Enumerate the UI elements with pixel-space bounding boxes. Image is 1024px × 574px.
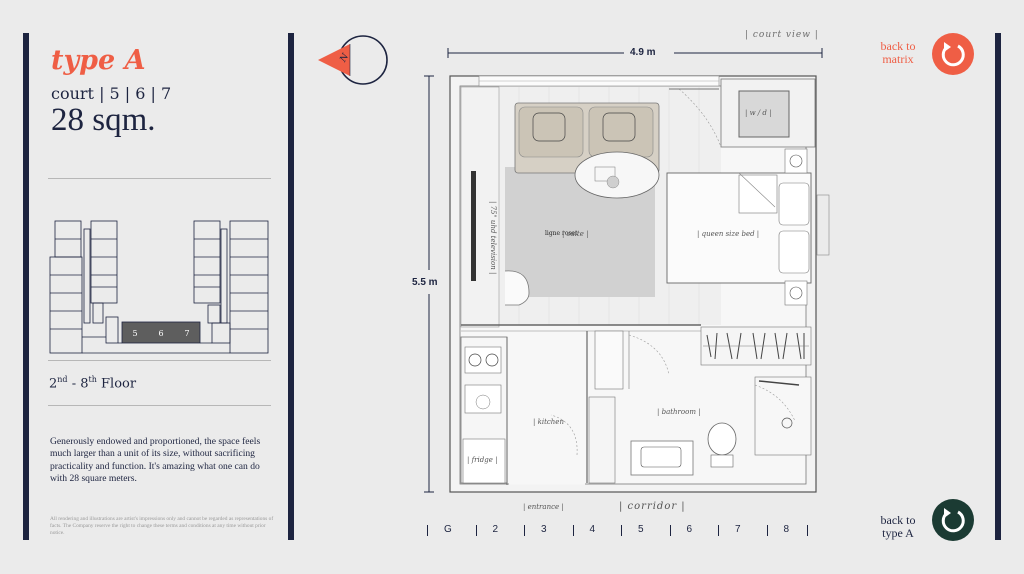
label-corridor: | corridor |: [619, 501, 686, 512]
back-to-matrix-button[interactable]: [932, 33, 974, 75]
keyplan-unit-7: 7: [184, 329, 189, 338]
floor-plan-drawing: [449, 75, 830, 493]
refresh-icon: [941, 508, 965, 533]
label-kitchen: | kitchen: [533, 418, 564, 426]
floor-option-7[interactable]: 7: [735, 524, 741, 535]
label-entrance: | entrance |: [523, 503, 564, 511]
disclaimer: All rendering and illustrations are arti…: [50, 516, 274, 536]
label-fridge: | fridge |: [467, 456, 498, 464]
back-to-type-a-button[interactable]: [932, 499, 974, 541]
width-dimension: 4.9 m: [630, 47, 656, 58]
court-numbers: court | 5 | 6 | 7: [51, 84, 172, 103]
divider: [48, 405, 271, 406]
floor-range: 2nd - 8th Floor: [49, 375, 137, 392]
label-bathroom: | bathroom |: [657, 408, 701, 416]
refresh-icon: [941, 42, 965, 67]
back-to-matrix-link[interactable]: back to matrix: [880, 39, 916, 66]
label-tv: | 75" uhd television |: [489, 201, 497, 275]
floor-option-5[interactable]: 5: [638, 524, 644, 535]
unit-type-title: type A: [51, 45, 146, 76]
left-divider-bar: [288, 33, 294, 540]
keyplan-unit-5: 5: [132, 329, 137, 338]
height-dimension-line: [424, 75, 434, 493]
key-plan: 5 6 7: [49, 220, 269, 354]
label-bed: | queen size bed |: [697, 230, 760, 238]
floor-separator: [524, 525, 525, 536]
floor-option-3[interactable]: 3: [541, 524, 547, 535]
floor-separator: [807, 525, 808, 536]
court-view-label: | court view |: [745, 30, 819, 40]
floor-selector: G 2 3 4 5 6 7 8: [422, 524, 808, 538]
floor-option-6[interactable]: 6: [686, 524, 693, 535]
floor-separator: [475, 525, 477, 536]
left-frame-bar: [23, 33, 29, 540]
floor-separator: [669, 525, 671, 536]
label-wd: | w / d |: [745, 109, 772, 117]
keyplan-unit-6: 6: [158, 329, 163, 338]
compass-icon: N: [318, 35, 388, 85]
floor-option-2[interactable]: 2: [492, 524, 499, 535]
floor-separator: [621, 525, 622, 536]
width-dimension-line: [447, 48, 823, 58]
floor-option-4[interactable]: 4: [589, 524, 596, 535]
label-suite: | suite |: [562, 230, 589, 238]
floor-option-8[interactable]: 8: [783, 524, 790, 535]
back-to-type-a-link[interactable]: back to type A: [880, 513, 916, 540]
brand-label: ligne roset: [545, 230, 578, 237]
floor-separator: [427, 525, 428, 536]
floor-option-g[interactable]: G: [444, 524, 452, 535]
height-dimension: 5.5 m: [412, 277, 438, 288]
unit-area: 28 sqm.: [51, 102, 156, 138]
floor-separator: [766, 525, 768, 536]
floor-separator: [718, 525, 719, 536]
floor-plan: | w / d | ligne roset | suite | | queen …: [449, 75, 831, 512]
unit-description: Generously endowed and proportioned, the…: [50, 436, 261, 485]
divider: [48, 360, 271, 361]
divider: [48, 178, 271, 179]
floor-separator: [572, 525, 574, 536]
right-frame-bar: [995, 33, 1001, 540]
